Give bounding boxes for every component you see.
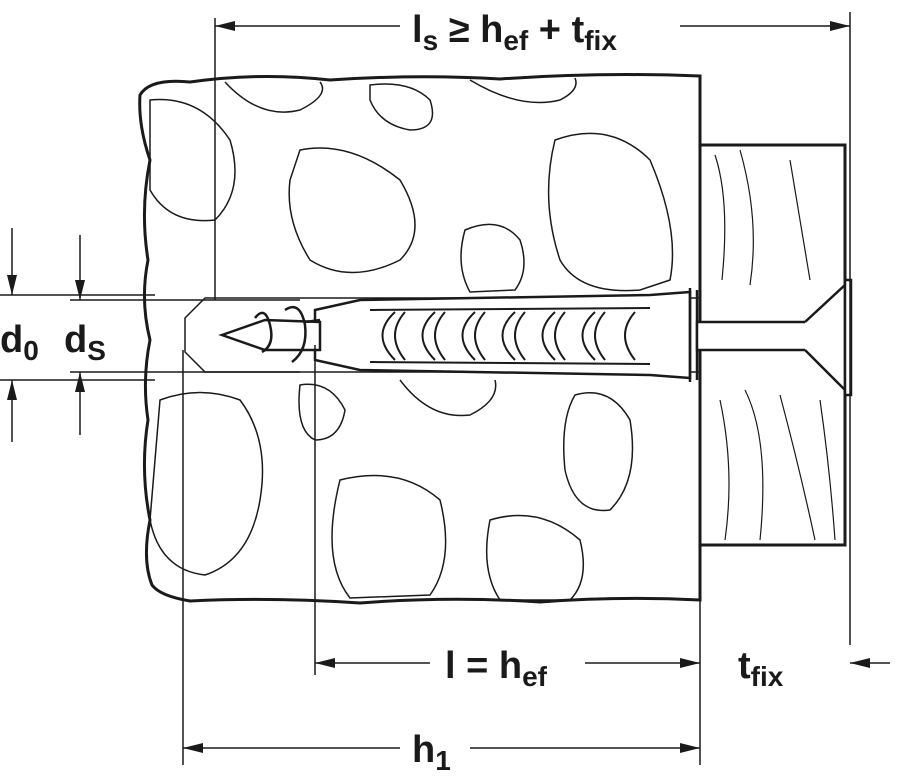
extension-lines (0, 12, 851, 765)
label-total-length: ls ≥ hef + tfix (412, 9, 617, 56)
dimension-lines (6, 20, 890, 753)
aggregate-stones (149, 77, 674, 601)
label-fixture-thickness: tfix (738, 645, 784, 692)
plastic-anchor (313, 288, 699, 382)
label-anchor-length: l = hef (445, 645, 548, 692)
label-drill-depth: h1 (412, 729, 451, 776)
label-screw-diameter: dS (64, 319, 106, 366)
anchor-ribs (369, 307, 651, 365)
masonry-base (138, 73, 702, 605)
screw (218, 278, 853, 397)
label-drill-diameter: d0 (0, 319, 39, 366)
